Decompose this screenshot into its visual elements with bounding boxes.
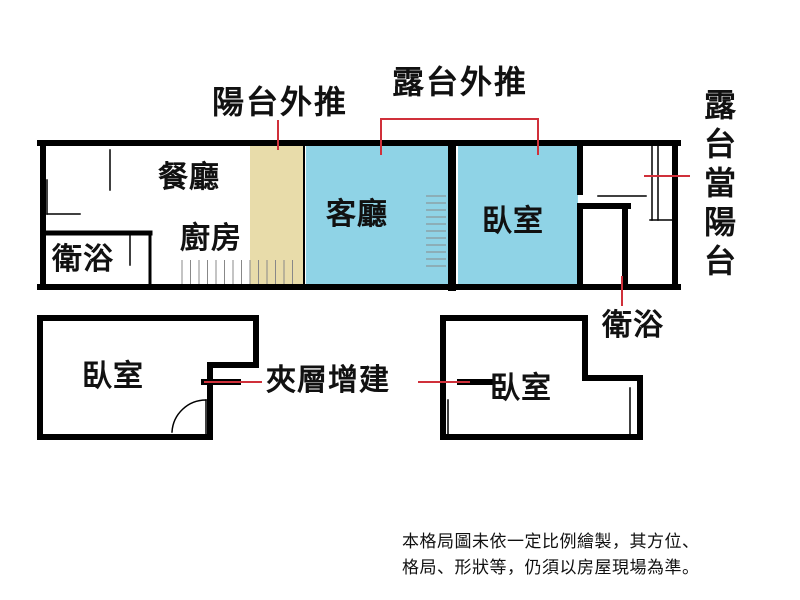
walls — [37, 140, 681, 440]
living-room-area — [306, 146, 448, 284]
balcony-push-label: 陽台外推 — [212, 84, 349, 120]
disclaimer-line-2: 格局、形狀等，仍須以房屋現場為準。 — [402, 558, 700, 577]
mezzanine-label: 夾層增建 — [266, 364, 390, 397]
bedroom-lower-left-label: 臥室 — [82, 360, 144, 393]
bathroom-right-label: 衛浴 — [602, 309, 664, 342]
disclaimer-line-1: 本格局圖未依一定比例繪製，其方位、 — [402, 532, 700, 551]
terrace-as-balcony-label: 露台當陽台 — [703, 87, 736, 279]
dining-room-label: 餐廳 — [158, 161, 220, 194]
bathroom-left-label: 衛浴 — [52, 243, 114, 276]
stairs — [181, 260, 293, 284]
living-room-label: 客廳 — [326, 198, 388, 231]
bedroom-area — [458, 146, 578, 284]
bedroom-upper-label: 臥室 — [482, 205, 544, 238]
callout-lines — [204, 118, 690, 383]
stairs — [426, 195, 446, 267]
kitchen-label: 廚房 — [180, 222, 242, 255]
terrace-push-label: 露台外推 — [392, 64, 529, 100]
bedroom-lower-right-label: 臥室 — [490, 372, 552, 405]
